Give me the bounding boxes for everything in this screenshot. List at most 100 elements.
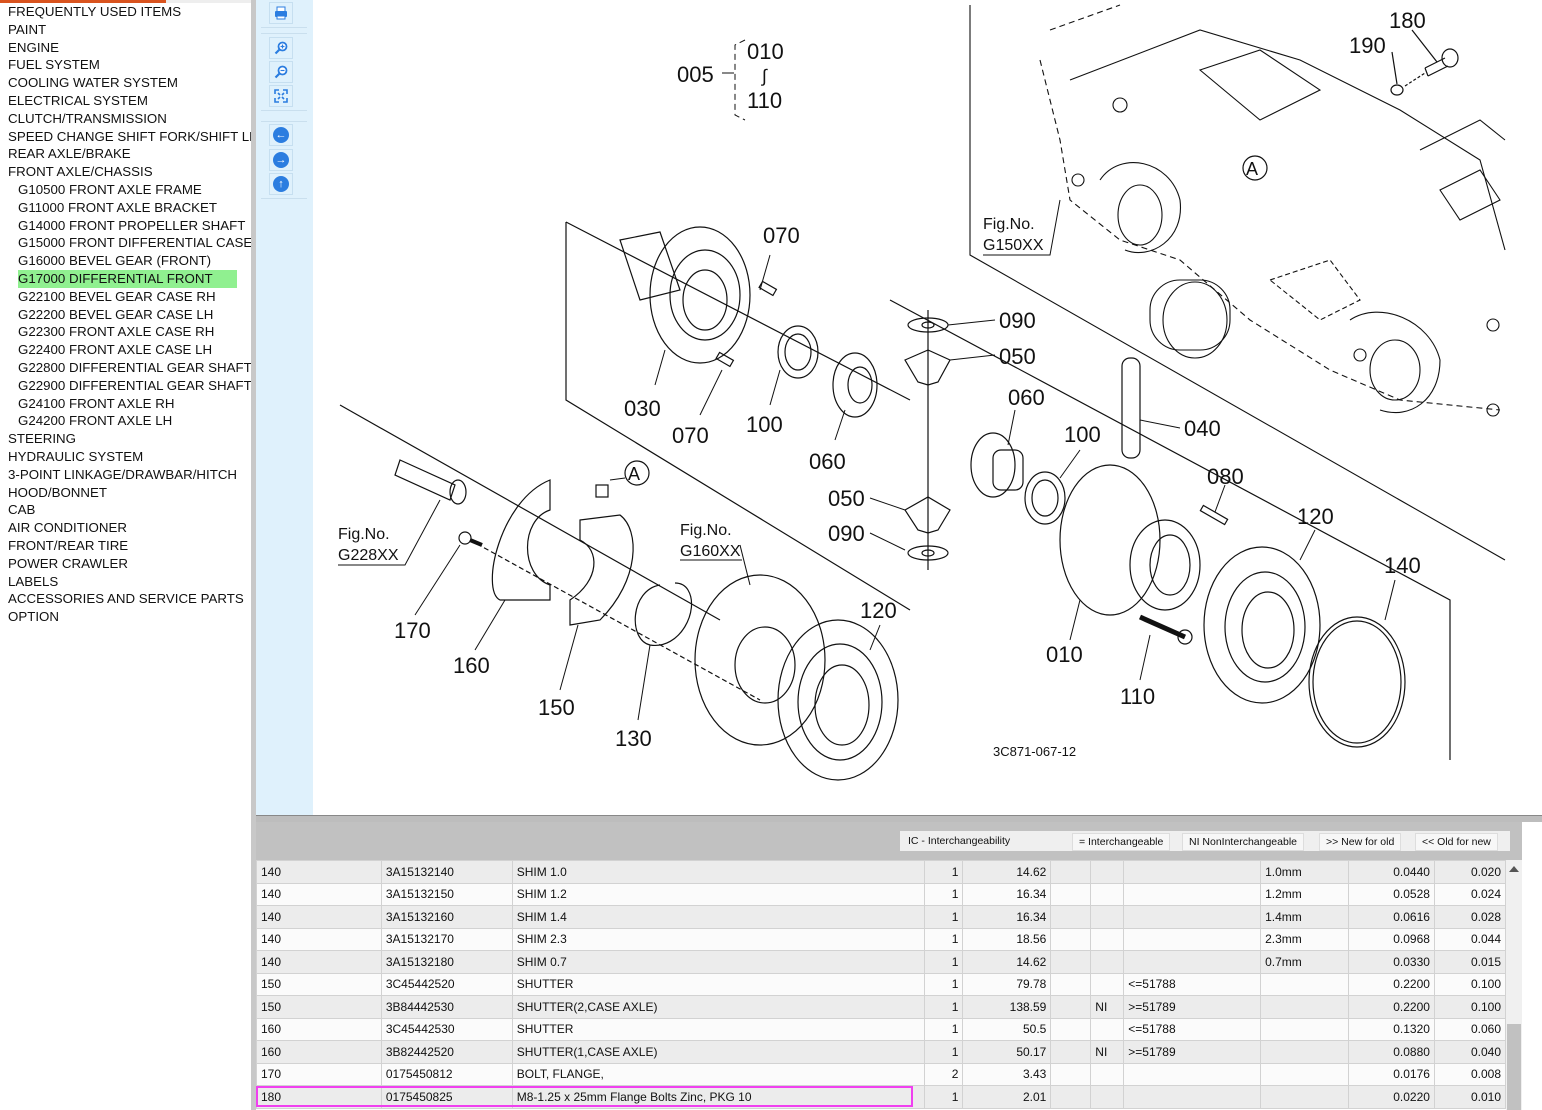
scrollbar-thumb[interactable] — [1507, 1024, 1521, 1110]
callout-100[interactable]: 100 — [746, 412, 783, 437]
tree-category[interactable]: 3-POINT LINKAGE/DRAWBAR/HITCH — [0, 466, 251, 484]
tree-subitem[interactable]: G10500 FRONT AXLE FRAME — [0, 181, 251, 199]
callout-120[interactable]: 120 — [860, 598, 897, 623]
callout-110[interactable]: 110 — [1120, 684, 1155, 709]
callout-140[interactable]: 140 — [1384, 553, 1421, 578]
shim-ring-drawing — [1308, 616, 1406, 748]
zoom-out-button[interactable] — [269, 61, 293, 83]
horizontal-splitter[interactable] — [256, 815, 1542, 823]
callout-090[interactable]: 090 — [828, 521, 865, 546]
callout-040[interactable]: 040 — [1184, 416, 1221, 441]
cell-ref: 170 — [256, 1062, 382, 1086]
tree-category[interactable]: STEERING — [0, 430, 251, 448]
tree-subitem[interactable]: G22400 FRONT AXLE CASE LH — [0, 341, 251, 359]
fit-button[interactable] — [269, 85, 293, 107]
callout-120[interactable]: 120 — [1297, 504, 1334, 529]
tree-category[interactable]: HYDRAULIC SYSTEM — [0, 448, 251, 466]
scroll-up-arrow[interactable] — [1509, 866, 1519, 872]
tree-category[interactable]: SPEED CHANGE SHIFT FORK/SHIFT LEV — [0, 128, 251, 146]
callout-150[interactable]: 150 — [538, 695, 575, 720]
callout-090[interactable]: 090 — [999, 308, 1036, 333]
callout-130[interactable]: 130 — [615, 726, 652, 751]
callout-060[interactable]: 060 — [1008, 385, 1045, 410]
tree-category[interactable]: POWER CRAWLER — [0, 555, 251, 573]
tree-category[interactable]: HOOD/BONNET — [0, 484, 251, 502]
cell-weight: 0.0528 — [1348, 882, 1435, 906]
tree-category[interactable]: ENGINE — [0, 39, 251, 57]
tree-subitem[interactable]: G24200 FRONT AXLE LH — [0, 412, 251, 430]
tree-category[interactable]: ACCESSORIES AND SERVICE PARTS — [0, 590, 251, 608]
tree-category[interactable]: LABELS — [0, 573, 251, 591]
tree-subitem[interactable]: G16000 BEVEL GEAR (FRONT) — [0, 252, 251, 270]
callout-030[interactable]: 030 — [624, 396, 661, 421]
callout-160[interactable]: 160 — [453, 653, 490, 678]
tree-category[interactable]: REAR AXLE/BRAKE — [0, 145, 251, 163]
tree-subitem[interactable]: G24100 FRONT AXLE RH — [0, 395, 251, 413]
tree-subitem[interactable]: G22800 DIFFERENTIAL GEAR SHAFT R — [0, 359, 251, 377]
fig-ref-g160xx[interactable]: G160XX — [680, 543, 741, 560]
tree-category[interactable]: CAB — [0, 501, 251, 519]
cell-weight: 0.2200 — [1348, 995, 1435, 1019]
fig-ref-g150xx[interactable]: G150XX — [983, 237, 1044, 254]
cell-note — [1260, 1040, 1350, 1064]
callout-170[interactable]: 170 — [394, 618, 431, 643]
tree-item-label: G22100 BEVEL GEAR CASE RH — [18, 288, 216, 304]
tree-category[interactable]: AIR CONDITIONER — [0, 519, 251, 537]
tree-category[interactable]: OPTION — [0, 608, 251, 626]
vertical-splitter[interactable] — [251, 0, 256, 1110]
right-gutter — [1522, 822, 1542, 1110]
cell-ic — [1090, 905, 1125, 929]
tree-category[interactable]: ELECTRICAL SYSTEM — [0, 92, 251, 110]
callout-050[interactable]: 050 — [828, 486, 865, 511]
callout-180[interactable]: 180 — [1389, 8, 1426, 33]
callout-070[interactable]: 070 — [763, 223, 800, 248]
tree-subitem[interactable]: G22300 FRONT AXLE CASE RH — [0, 323, 251, 341]
tree-subitem[interactable]: G14000 FRONT PROPELLER SHAFT — [0, 217, 251, 235]
table-scrollbar[interactable] — [1506, 860, 1522, 1110]
tree-category[interactable]: COOLING WATER SYSTEM — [0, 74, 251, 92]
callout-050[interactable]: 050 — [999, 344, 1036, 369]
cell-qty: 1 — [924, 950, 964, 974]
next-button[interactable]: → — [269, 149, 293, 171]
parts-diagram[interactable]: 005 010 ∫ 110 180 190 070 070 030 100 06… — [313, 0, 1542, 815]
fig-ref-g228xx[interactable]: G228XX — [338, 547, 399, 564]
tree-subitem[interactable]: G22100 BEVEL GEAR CASE RH — [0, 288, 251, 306]
tree-category[interactable]: FRONT AXLE/CHASSIS — [0, 163, 251, 181]
tree-subitem[interactable]: G17000 DIFFERENTIAL FRONT — [0, 269, 251, 288]
tree-category[interactable]: FRONT/REAR TIRE — [0, 537, 251, 555]
callout-190[interactable]: 190 — [1349, 33, 1386, 58]
tree-subitem[interactable]: G22900 DIFFERENTIAL GEAR SHAFT LH — [0, 377, 251, 395]
tree-subitem[interactable]: G15000 FRONT DIFFERENTIAL CASE — [0, 234, 251, 252]
tree-category[interactable]: PAINT — [0, 21, 251, 39]
cell-qty: 1 — [924, 995, 964, 1019]
cell-description: BOLT, FLANGE, — [511, 1062, 926, 1086]
tree-subitem[interactable]: G11000 FRONT AXLE BRACKET — [0, 199, 251, 217]
print-button[interactable] — [269, 2, 293, 24]
tree-item-label: SPEED CHANGE SHIFT FORK/SHIFT LEV — [8, 128, 251, 144]
tree-subitem[interactable]: G22200 BEVEL GEAR CASE LH — [0, 306, 251, 324]
tree-category[interactable]: CLUTCH/TRANSMISSION — [0, 110, 251, 128]
zoom-in-button[interactable] — [269, 37, 293, 59]
tree-category[interactable]: FREQUENTLY USED ITEMS — [0, 3, 251, 21]
previous-button[interactable]: ← — [269, 124, 293, 146]
callout-010[interactable]: 010 — [1046, 642, 1083, 667]
callout-100[interactable]: 100 — [1064, 422, 1101, 447]
callout-070[interactable]: 070 — [672, 423, 709, 448]
callout-060[interactable]: 060 — [809, 449, 846, 474]
tree-item-label: COOLING WATER SYSTEM — [8, 75, 178, 91]
tree-category[interactable]: FUEL SYSTEM — [0, 56, 251, 74]
callout-080[interactable]: 080 — [1207, 464, 1244, 489]
cell-price: 50.17 — [962, 1040, 1052, 1064]
up-button[interactable]: ↑ — [269, 173, 293, 195]
